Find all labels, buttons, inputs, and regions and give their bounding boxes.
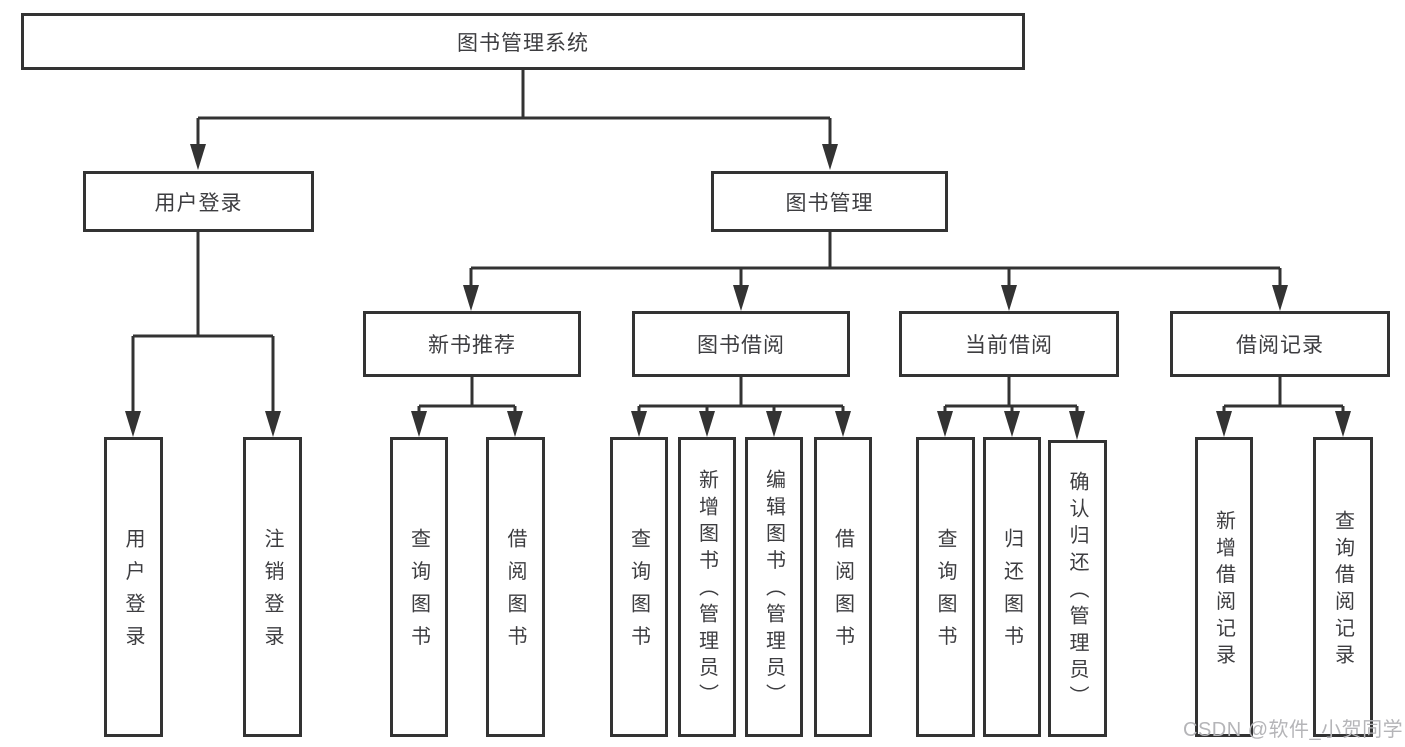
leaf-add-book-admin: 新增图书（管理员） bbox=[678, 437, 736, 737]
node-book-borrowing: 图书借阅 bbox=[632, 311, 850, 377]
node-borrowing-records: 借阅记录 bbox=[1170, 311, 1390, 377]
leaf-label: 查询图书 bbox=[407, 527, 430, 658]
node-label: 图书管理系统 bbox=[457, 31, 589, 55]
leaf-label: 查询图书 bbox=[627, 527, 650, 658]
leaf-label: 确认归还（管理员） bbox=[1066, 470, 1088, 713]
node-label: 新书推荐 bbox=[428, 334, 516, 357]
node-library-system: 图书管理系统 bbox=[21, 13, 1025, 70]
leaf-label: 借阅图书 bbox=[831, 527, 854, 658]
node-label: 借阅记录 bbox=[1236, 334, 1324, 357]
node-label: 用户登录 bbox=[154, 191, 243, 215]
leaf-label: 新增图书（管理员） bbox=[695, 469, 718, 711]
leaf-query-borrow-record: 查询借阅记录 bbox=[1313, 437, 1373, 737]
node-current-borrowing: 当前借阅 bbox=[899, 311, 1119, 377]
leaf-label: 用户登录 bbox=[122, 527, 144, 658]
leaf-label: 查询图书 bbox=[934, 527, 956, 658]
leaf-edit-book-admin: 编辑图书（管理员） bbox=[745, 437, 803, 737]
leaf-label: 查询借阅记录 bbox=[1331, 509, 1354, 671]
arrowheads bbox=[125, 144, 1351, 440]
tree-edges bbox=[131, 70, 1345, 413]
node-book-management-module: 图书管理 bbox=[711, 171, 948, 232]
node-user-login-module: 用户登录 bbox=[83, 171, 314, 232]
leaf-return-books: 归还图书 bbox=[983, 437, 1041, 737]
leaf-label: 归还图书 bbox=[1000, 527, 1023, 658]
csdn-watermark: CSDN @软件_小贺同学 bbox=[1183, 719, 1404, 741]
node-label: 当前借阅 bbox=[965, 334, 1053, 357]
leaf-logout: 注销登录 bbox=[243, 437, 302, 737]
leaf-add-borrow-record: 新增借阅记录 bbox=[1195, 437, 1253, 737]
leaf-borrow-books-recommend: 借阅图书 bbox=[486, 437, 545, 737]
leaf-label: 注销登录 bbox=[261, 527, 283, 658]
leaf-user-login: 用户登录 bbox=[104, 437, 163, 737]
node-label: 图书管理 bbox=[785, 191, 874, 215]
leaf-label: 编辑图书（管理员） bbox=[762, 469, 785, 711]
leaf-label: 新增借阅记录 bbox=[1212, 509, 1235, 671]
leaf-confirm-return-admin: 确认归还（管理员） bbox=[1048, 440, 1107, 737]
node-label: 图书借阅 bbox=[697, 334, 785, 357]
leaf-query-books-recommend: 查询图书 bbox=[390, 437, 448, 737]
leaf-query-books-current: 查询图书 bbox=[916, 437, 975, 737]
leaf-query-books-borrowing: 查询图书 bbox=[610, 437, 668, 737]
leaf-label: 借阅图书 bbox=[504, 527, 526, 658]
leaf-borrow-books-borrowing: 借阅图书 bbox=[814, 437, 872, 737]
node-new-book-recommendation: 新书推荐 bbox=[363, 311, 581, 377]
